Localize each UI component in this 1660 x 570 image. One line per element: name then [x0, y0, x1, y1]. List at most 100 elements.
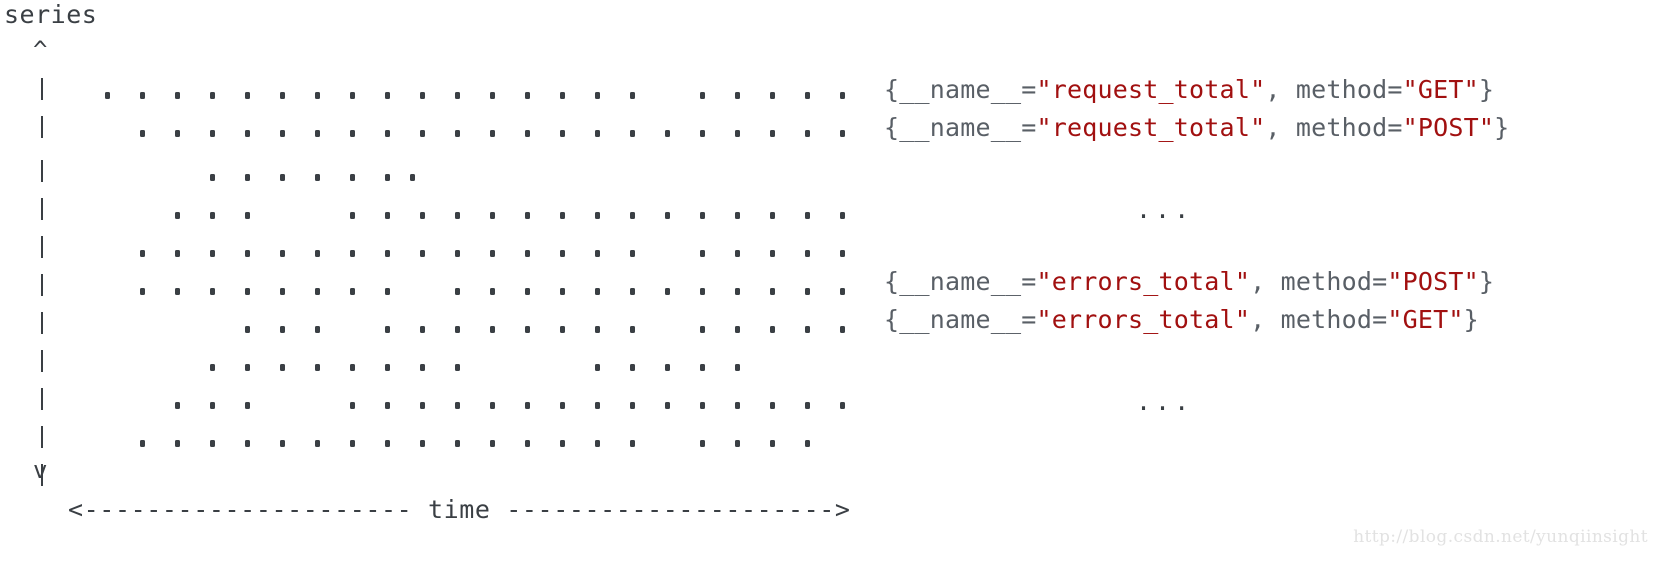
sample-dot	[735, 212, 740, 219]
sample-dot	[315, 364, 320, 371]
sample-dot	[245, 212, 250, 219]
y-axis-up-arrow-icon: ^	[33, 36, 48, 64]
legend-open-brace: {	[884, 267, 900, 296]
sample-dot	[805, 326, 810, 333]
sample-dot	[805, 212, 810, 219]
sample-dot	[245, 250, 250, 257]
sample-dot	[245, 402, 250, 409]
sample-dot	[700, 250, 705, 257]
sample-dot	[805, 288, 810, 295]
legend-attr-value: "GET"	[1387, 305, 1464, 334]
sample-dot	[350, 92, 355, 99]
sample-dot	[350, 174, 355, 181]
legend-open-brace: {	[884, 305, 900, 334]
legend-attr-value: "POST"	[1402, 113, 1495, 142]
sample-dot	[560, 440, 565, 447]
legend-close-brace: }	[1478, 267, 1495, 296]
sample-dot	[595, 130, 600, 137]
sample-dot	[735, 130, 740, 137]
sample-dot	[630, 250, 635, 257]
sample-dot	[560, 212, 565, 219]
sample-dot	[490, 212, 495, 219]
sample-dot	[315, 440, 320, 447]
legend-comma: ,	[1265, 75, 1296, 104]
sample-dot	[595, 92, 600, 99]
sample-dot	[560, 92, 565, 99]
sample-dot	[245, 174, 250, 181]
sample-dot	[175, 92, 180, 99]
sample-dot	[490, 288, 495, 295]
sample-dot	[525, 92, 530, 99]
sample-dot	[280, 130, 285, 137]
y-axis-stem-segment	[41, 274, 43, 296]
sample-dot	[315, 130, 320, 137]
sample-dot	[490, 130, 495, 137]
sample-dot	[840, 250, 845, 257]
sample-dot	[770, 92, 775, 99]
sample-dot	[420, 402, 425, 409]
legend-attr-equals: =	[1372, 267, 1388, 296]
sample-dot	[595, 212, 600, 219]
sample-dot	[280, 250, 285, 257]
sample-dot	[840, 288, 845, 295]
legend-attr-equals: =	[1387, 75, 1403, 104]
sample-dot	[770, 402, 775, 409]
sample-dot	[175, 288, 180, 295]
sample-dot	[245, 440, 250, 447]
sample-dot	[770, 440, 775, 447]
legend-close-brace: }	[1478, 75, 1495, 104]
sample-dot	[245, 288, 250, 295]
sample-dot	[210, 364, 215, 371]
legend-attr-equals: =	[1387, 113, 1403, 142]
sample-dot	[245, 92, 250, 99]
sample-dot	[700, 402, 705, 409]
sample-dot	[490, 92, 495, 99]
sample-dot	[385, 92, 390, 99]
sample-dot	[175, 130, 180, 137]
legend-comma: ,	[1250, 305, 1281, 334]
sample-dot	[770, 326, 775, 333]
sample-dot	[350, 402, 355, 409]
legend-attr-name: method	[1280, 267, 1373, 296]
legend-comma: ,	[1265, 113, 1296, 142]
series-sample-row	[0, 212, 880, 222]
y-axis-stem-segment	[41, 78, 43, 100]
sample-dot	[210, 130, 215, 137]
sample-dot	[210, 402, 215, 409]
sample-dot	[385, 326, 390, 333]
sample-dot	[630, 92, 635, 99]
sample-dot	[385, 130, 390, 137]
sample-dot	[805, 130, 810, 137]
sample-dot	[280, 92, 285, 99]
sample-dot	[385, 212, 390, 219]
y-axis-stem-segment	[41, 388, 43, 410]
sample-dot	[385, 402, 390, 409]
sample-dot	[525, 402, 530, 409]
sample-dot	[700, 92, 705, 99]
sample-dot	[210, 92, 215, 99]
y-axis-stem-segment	[41, 198, 43, 220]
y-axis-stem-segment	[41, 464, 43, 486]
sample-dot	[630, 288, 635, 295]
legend-equals: =	[1021, 113, 1037, 142]
sample-dot	[455, 364, 460, 371]
sample-dot	[420, 250, 425, 257]
y-axis-stem-segment	[41, 160, 43, 182]
sample-dot	[245, 364, 250, 371]
legend-attr-value: "POST"	[1387, 267, 1479, 296]
sample-dot	[490, 250, 495, 257]
sample-dot	[805, 402, 810, 409]
y-axis-stem-segment	[41, 236, 43, 258]
sample-dot	[140, 250, 145, 257]
sample-dot	[700, 212, 705, 219]
sample-dot	[455, 326, 460, 333]
sample-dot	[525, 440, 530, 447]
sample-dot	[175, 212, 180, 219]
sample-dot	[490, 402, 495, 409]
sample-dot	[595, 250, 600, 257]
sample-dot	[840, 326, 845, 333]
sample-dot	[455, 130, 460, 137]
sample-dot	[630, 440, 635, 447]
series-sample-row	[0, 250, 880, 260]
